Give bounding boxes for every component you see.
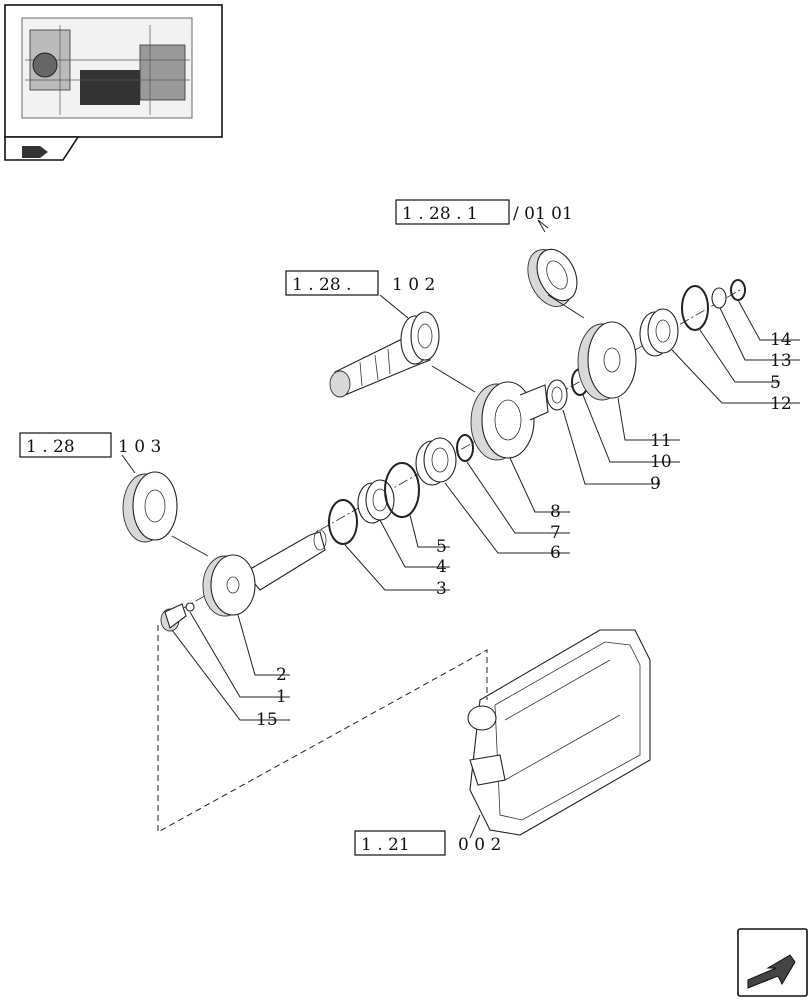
snap-ring-part-5-upper (681, 285, 709, 331)
snap-ring-part-14 (730, 279, 746, 301)
callout-4: 4 (436, 557, 447, 577)
callout-1: 1 (276, 687, 287, 707)
callout-6: 6 (550, 543, 561, 563)
ref-boxed-text: 1 . 28 . 1 (402, 204, 478, 224)
ball-part-1 (185, 602, 195, 612)
gear-ref-03 (121, 454, 178, 543)
next-page-button[interactable] (737, 928, 808, 997)
plug-part-15 (160, 603, 187, 632)
gear-part-8 (470, 381, 549, 461)
ref-box-1-28-1-03[interactable]: 1 . 28 1 0 3 (19, 432, 161, 458)
ref-box-1-28-1-02[interactable]: 1 . 28 . 1 0 2 (285, 270, 435, 296)
snap-ring-part-3 (328, 499, 358, 545)
callout-9: 9 (650, 474, 661, 494)
bearing-part-4 (357, 479, 395, 524)
ref-suffix-text: 0 0 2 (458, 835, 501, 855)
callout-8: 8 (550, 502, 561, 522)
callout-11: 11 (650, 431, 672, 451)
gear-ref-01-01 (527, 219, 578, 307)
callout-numbers: 14 13 5 12 11 10 9 8 7 6 5 4 3 2 1 15 (256, 330, 792, 730)
arrow-left-icon (747, 954, 796, 989)
transmission-icon (22, 146, 48, 158)
ref-suffix-text: / 01 01 (513, 204, 573, 224)
callout-15: 15 (256, 710, 278, 730)
ref-boxed-text: 1 . 21 (361, 835, 410, 855)
callout-7: 7 (550, 523, 561, 543)
section-tab[interactable] (4, 136, 80, 161)
ref-box-1-21-0-02[interactable]: 1 . 21 0 0 2 (354, 830, 501, 856)
ref-boxed-text: 1 . 28 (26, 437, 75, 457)
callout-3: 3 (436, 579, 447, 599)
splined-shaft-ref-02 (329, 294, 440, 398)
ring-part-9 (546, 379, 568, 411)
bearing-part-12 (639, 308, 679, 357)
callout-5-lower: 5 (436, 537, 447, 557)
callout-12: 12 (770, 394, 792, 414)
main-shaft-part-2 (202, 529, 327, 617)
gear-part-11 (577, 321, 637, 401)
ref-suffix-text: 1 0 2 (392, 275, 435, 295)
ring-part-13 (711, 287, 727, 309)
assembly-dashed-line (157, 625, 488, 833)
callout-leaders (171, 299, 800, 721)
snap-ring-part-7 (456, 434, 474, 462)
ref-box-1-28-1-01-01[interactable]: 1 . 28 . 1 / 01 01 (395, 199, 573, 225)
callout-14: 14 (770, 330, 792, 350)
callout-10: 10 (650, 452, 672, 472)
callout-2: 2 (276, 665, 287, 685)
overview-thumbnail[interactable] (4, 4, 223, 138)
bearing-part-6 (415, 437, 457, 486)
ref-boxed-text: 1 . 28 . (292, 275, 351, 295)
snap-ring-part-5-lower (384, 462, 420, 518)
ref-suffix-text: 1 0 3 (118, 437, 161, 457)
callout-5-upper: 5 (770, 373, 781, 393)
cover-housing-ref-1-21-0-02 (467, 629, 651, 839)
mesh-arrows (171, 294, 585, 557)
callout-13: 13 (770, 351, 792, 371)
